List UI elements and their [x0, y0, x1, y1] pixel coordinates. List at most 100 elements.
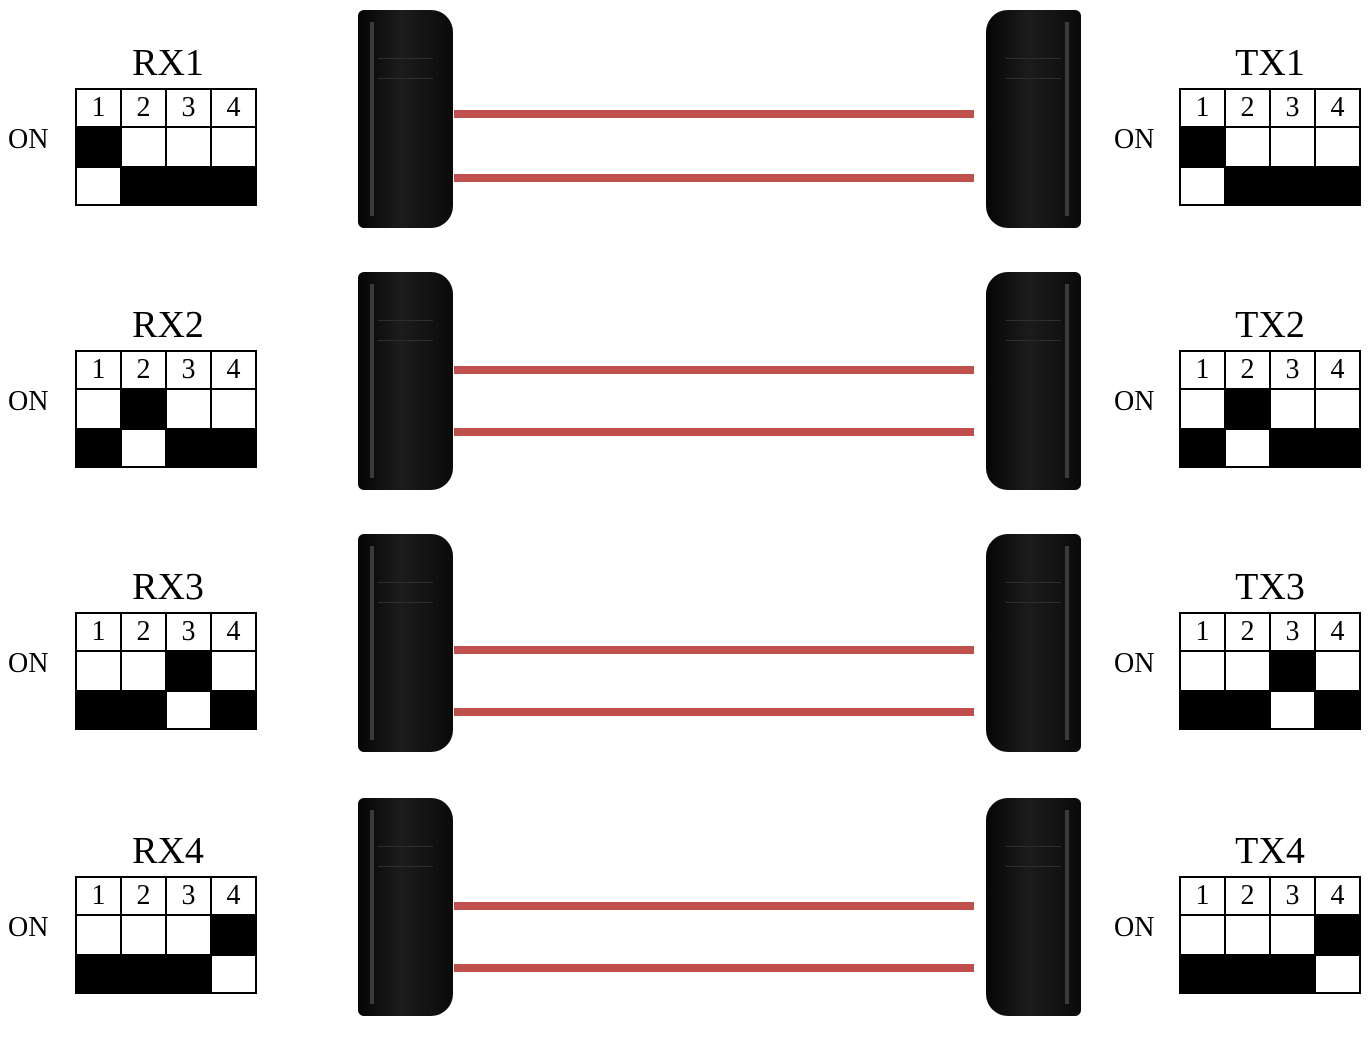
switch-on-position	[212, 652, 257, 692]
transmitter-title: TX3	[1235, 566, 1305, 608]
switch-off-position	[212, 692, 257, 730]
transmitter-unit	[986, 10, 1081, 228]
unit-edge	[1065, 546, 1069, 740]
infrared-beam	[454, 964, 974, 972]
receiver-title: RX4	[132, 830, 204, 872]
switch-off-position	[1181, 430, 1226, 468]
infrared-beam	[454, 428, 974, 436]
switch-on-position	[1271, 916, 1316, 956]
beam-link	[350, 6, 1090, 256]
switch-number: 4	[212, 878, 257, 916]
switch-number: 4	[212, 614, 257, 652]
switch-on-position	[212, 128, 257, 168]
switch-on-position	[1271, 128, 1316, 168]
switch-off-position	[77, 956, 122, 994]
switch-number: 3	[167, 90, 212, 128]
switch-number: 4	[1316, 878, 1361, 916]
unit-seam	[378, 320, 433, 321]
beam-link	[350, 530, 1090, 780]
unit-edge	[370, 810, 374, 1004]
switch-on-position	[167, 916, 212, 956]
switch-on-position	[1316, 916, 1361, 956]
switch-on-position	[1316, 390, 1361, 430]
switch-number: 3	[167, 352, 212, 390]
infrared-beam	[454, 708, 974, 716]
beam-link	[350, 794, 1090, 1044]
unit-seam	[1006, 58, 1061, 59]
unit-seam	[378, 58, 433, 59]
switch-number: 1	[77, 352, 122, 390]
switch-off-position	[1226, 168, 1271, 206]
on-label: ON	[1114, 912, 1155, 943]
unit-seam	[1006, 582, 1061, 583]
switch-off-position	[167, 956, 212, 994]
unit-seam	[1006, 846, 1061, 847]
switch-number: 3	[167, 614, 212, 652]
switch-number: 1	[77, 90, 122, 128]
transmitter-title: TX4	[1235, 830, 1305, 872]
switch-number: 3	[1271, 614, 1316, 652]
unit-seam	[378, 602, 433, 603]
switch-on-position	[167, 128, 212, 168]
switch-number: 3	[1271, 878, 1316, 916]
switch-off-position	[122, 168, 167, 206]
on-label: ON	[8, 124, 49, 155]
switch-on-position	[1226, 916, 1271, 956]
switch-off-position	[1316, 430, 1361, 468]
unit-seam	[1006, 320, 1061, 321]
switch-on-position	[1316, 128, 1361, 168]
switch-number: 1	[1181, 90, 1226, 128]
unit-edge	[1065, 22, 1069, 216]
switch-number: 3	[167, 878, 212, 916]
transmitter-title: TX2	[1235, 304, 1305, 346]
switch-number: 3	[1271, 90, 1316, 128]
switch-off-position	[77, 430, 122, 468]
switch-on-position	[1271, 652, 1316, 692]
switch-on-position	[1181, 916, 1226, 956]
switch-off-position	[77, 692, 122, 730]
switch-off-position	[167, 168, 212, 206]
switch-on-position	[212, 916, 257, 956]
transmitter-title: TX1	[1235, 42, 1305, 84]
unit-seam	[378, 78, 433, 79]
unit-edge	[370, 546, 374, 740]
switch-on-position	[1181, 652, 1226, 692]
switch-off-position	[122, 430, 167, 468]
infrared-beam	[454, 174, 974, 182]
switch-off-position	[1271, 430, 1316, 468]
beam-link	[350, 268, 1090, 518]
switch-off-position	[122, 692, 167, 730]
switch-number: 2	[122, 878, 167, 916]
switch-off-position	[167, 692, 212, 730]
switch-number: 2	[122, 614, 167, 652]
switch-on-position	[212, 390, 257, 430]
switch-on-position	[122, 390, 167, 430]
switch-off-position	[122, 956, 167, 994]
on-label: ON	[1114, 124, 1155, 155]
unit-seam	[378, 846, 433, 847]
switch-on-position	[77, 652, 122, 692]
infrared-beam	[454, 902, 974, 910]
switch-on-position	[1181, 128, 1226, 168]
switch-on-position	[77, 390, 122, 430]
infrared-beam	[454, 366, 974, 374]
switch-number: 4	[1316, 90, 1361, 128]
switch-on-position	[1181, 390, 1226, 430]
unit-edge	[1065, 284, 1069, 478]
switch-number: 1	[77, 878, 122, 916]
switch-on-position	[77, 916, 122, 956]
switch-number: 4	[1316, 352, 1361, 390]
switch-number: 2	[1226, 614, 1271, 652]
unit-edge	[370, 284, 374, 478]
switch-on-position	[1226, 128, 1271, 168]
